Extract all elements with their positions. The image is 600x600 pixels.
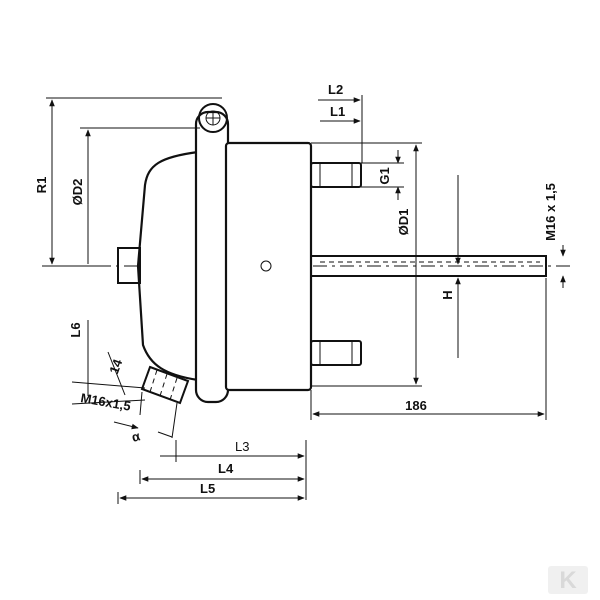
svg-text:K: K xyxy=(559,567,577,594)
label-m16-right: M16 x 1,5 xyxy=(543,183,558,241)
side-port xyxy=(140,365,190,405)
label-l6: L6 xyxy=(68,322,83,337)
label-d1: ØD1 xyxy=(396,209,411,236)
clamp-bolt xyxy=(198,103,228,133)
label-g1: G1 xyxy=(377,167,392,184)
center-hole xyxy=(260,260,272,272)
label-186: 186 xyxy=(405,398,427,413)
chamber-body xyxy=(224,141,313,392)
label-alpha: α xyxy=(130,428,142,445)
label-l5: L5 xyxy=(200,481,215,496)
mounting-stud-bottom xyxy=(310,340,362,366)
label-l2: L2 xyxy=(328,82,343,97)
label-14: 14 xyxy=(106,356,125,375)
label-l3: L3 xyxy=(235,439,249,454)
label-h: H xyxy=(440,290,455,299)
label-r1: R1 xyxy=(34,177,49,194)
mounting-stud-top xyxy=(310,162,362,188)
label-d2: ØD2 xyxy=(70,179,85,206)
brand-logo: K xyxy=(548,566,588,594)
clamp-ring xyxy=(194,110,230,404)
push-rod xyxy=(310,255,547,277)
diaphragm-housing xyxy=(136,150,200,382)
inlet-port xyxy=(117,247,141,284)
label-l4: L4 xyxy=(218,461,234,476)
label-l1: L1 xyxy=(330,104,345,119)
